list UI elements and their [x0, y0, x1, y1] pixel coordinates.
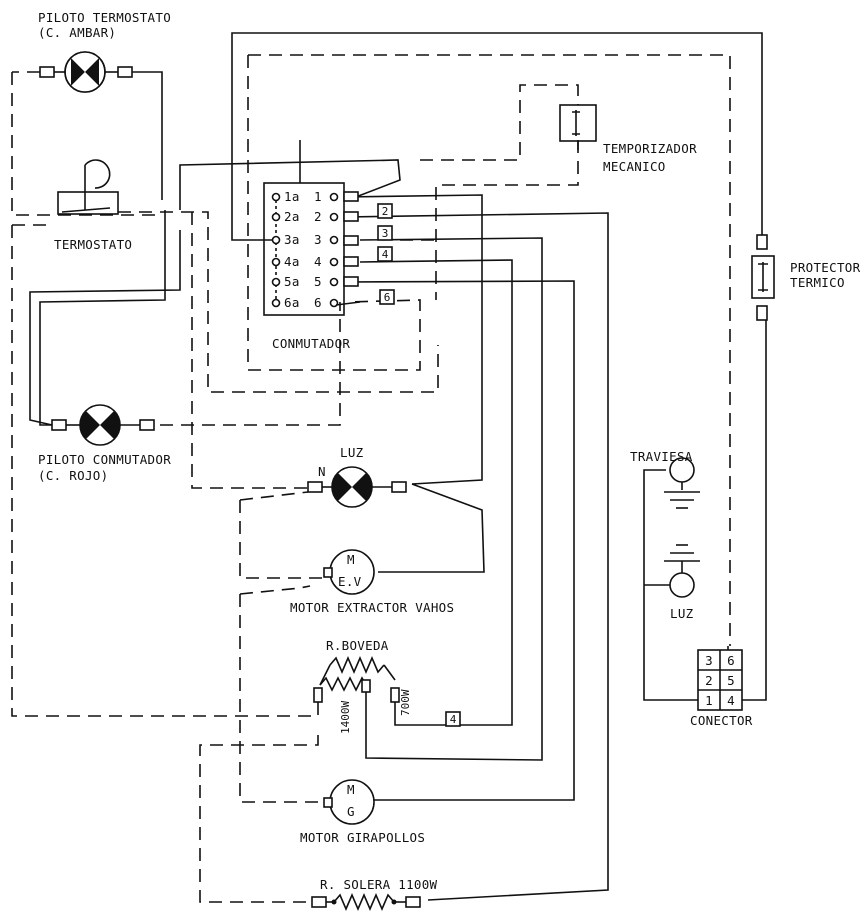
- switch-terminal-left-label: 5a: [284, 274, 300, 289]
- switch-terminal-left: [271, 257, 281, 267]
- labels: PILOTO TERMOSTATO (C. AMBAR) TERMOSTATO …: [38, 10, 861, 892]
- protector-label: PROTECTOR: [790, 260, 861, 275]
- piloto-conmutador-label: PILOTO CONMUTADOR: [38, 452, 171, 467]
- switch-terminal-left-label: 4a: [284, 254, 300, 269]
- resistor-tag-4: 4: [450, 713, 457, 726]
- conector-block: 3 6 2 5 1 4: [697, 649, 743, 711]
- wire-tags: 2 3 4 6: [377, 203, 395, 305]
- switch-output-connectors: [343, 191, 359, 287]
- termostato-symbol: [57, 159, 119, 215]
- piloto-termostato-lamp: [39, 51, 150, 93]
- protector-sublabel: TERMICO: [790, 275, 845, 290]
- switch-terminal-left: [271, 298, 281, 308]
- protector-termico: [751, 234, 775, 321]
- conmutador-label: CONMUTADOR: [272, 336, 350, 351]
- motor-girapollos-m-label: M: [347, 782, 355, 797]
- switch-terminal-right: [329, 192, 339, 202]
- termostato-label: TERMOSTATO: [54, 237, 132, 252]
- switch-terminal-left: [271, 192, 281, 202]
- temporizador-sublabel: MECANICO: [603, 159, 666, 174]
- w1400-label: 1400W: [339, 701, 352, 734]
- piloto-conmutador-sublabel: (C. ROJO): [38, 468, 108, 483]
- conmutador-switch: 1a 1 2a 2 3a 3 4a 4 5a 5 6a 6: [263, 182, 361, 316]
- wire-tag-2: 2: [382, 205, 389, 218]
- conector-cell-6: 6: [727, 653, 735, 668]
- conector-cell-4: 4: [727, 693, 735, 708]
- switch-terminal-left: [271, 235, 281, 245]
- motor-extractor: [323, 549, 375, 595]
- switch-terminal-right-label: 5: [314, 274, 322, 289]
- motor-extractor-label: MOTOR EXTRACTOR VAHOS: [290, 600, 454, 615]
- w700-label: 700W: [399, 689, 412, 716]
- piloto-termostato-label: PILOTO TERMOSTATO: [38, 10, 171, 25]
- motor-girapollos-label: MOTOR GIRAPOLLOS: [300, 830, 425, 845]
- neutral-label: N: [318, 464, 326, 479]
- switch-terminal-right: [329, 212, 339, 222]
- switch-terminal-right: [329, 277, 339, 287]
- r-solera-label: R. SOLERA 1100W: [320, 877, 438, 892]
- dashed-wires: [11, 54, 731, 903]
- r-solera-resistor: [311, 892, 421, 912]
- piloto-termostato-sublabel: (C. AMBAR): [38, 25, 116, 40]
- motor-girapollos-g-label: G: [347, 804, 355, 819]
- temporizador-mecanico: [559, 104, 597, 150]
- conector-cell-3: 3: [705, 653, 713, 668]
- switch-terminal-right-label: 6: [314, 295, 322, 310]
- r-boveda-resistor: 4: [313, 655, 461, 727]
- conector-cell-2: 2: [705, 673, 713, 688]
- wire-tag-4: 4: [382, 248, 389, 261]
- wire-tag-6: 6: [384, 291, 391, 304]
- traviesa-label: TRAVIESA: [630, 449, 693, 464]
- wire-tag-3: 3: [382, 227, 389, 240]
- luz-lamp: [307, 466, 407, 508]
- switch-terminal-left: [271, 212, 281, 222]
- switch-terminal-right: [329, 298, 339, 308]
- luz-right-label: LUZ: [670, 606, 694, 621]
- conector-label: CONECTOR: [690, 713, 753, 728]
- motor-girapollos: [323, 779, 375, 825]
- switch-terminal-left: [271, 277, 281, 287]
- conector-cell-1: 1: [705, 693, 713, 708]
- luz-right-switch: [644, 544, 700, 598]
- traviesa-switch: [664, 457, 700, 509]
- switch-terminal-left-label: 1a: [284, 189, 300, 204]
- piloto-conmutador-lamp: [51, 404, 155, 446]
- conector-cell-5: 5: [727, 673, 735, 688]
- motor-extractor-ev-label: E.V: [338, 574, 362, 589]
- switch-terminal-right-label: 4: [314, 254, 322, 269]
- switch-terminal-left-label: 3a: [284, 232, 300, 247]
- switch-terminal-right-label: 1: [314, 189, 322, 204]
- motor-extractor-m-label: M: [347, 552, 355, 567]
- switch-terminal-right: [329, 235, 339, 245]
- switch-terminal-left-label: 6a: [284, 295, 300, 310]
- switch-terminal-right-label: 2: [314, 209, 322, 224]
- temporizador-label: TEMPORIZADOR: [603, 141, 697, 156]
- r-boveda-label: R.BOVEDA: [326, 638, 389, 653]
- luz-label: LUZ: [340, 445, 364, 460]
- switch-terminal-right-label: 3: [314, 232, 322, 247]
- switch-terminal-left-label: 2a: [284, 209, 300, 224]
- switch-terminal-right: [329, 257, 339, 267]
